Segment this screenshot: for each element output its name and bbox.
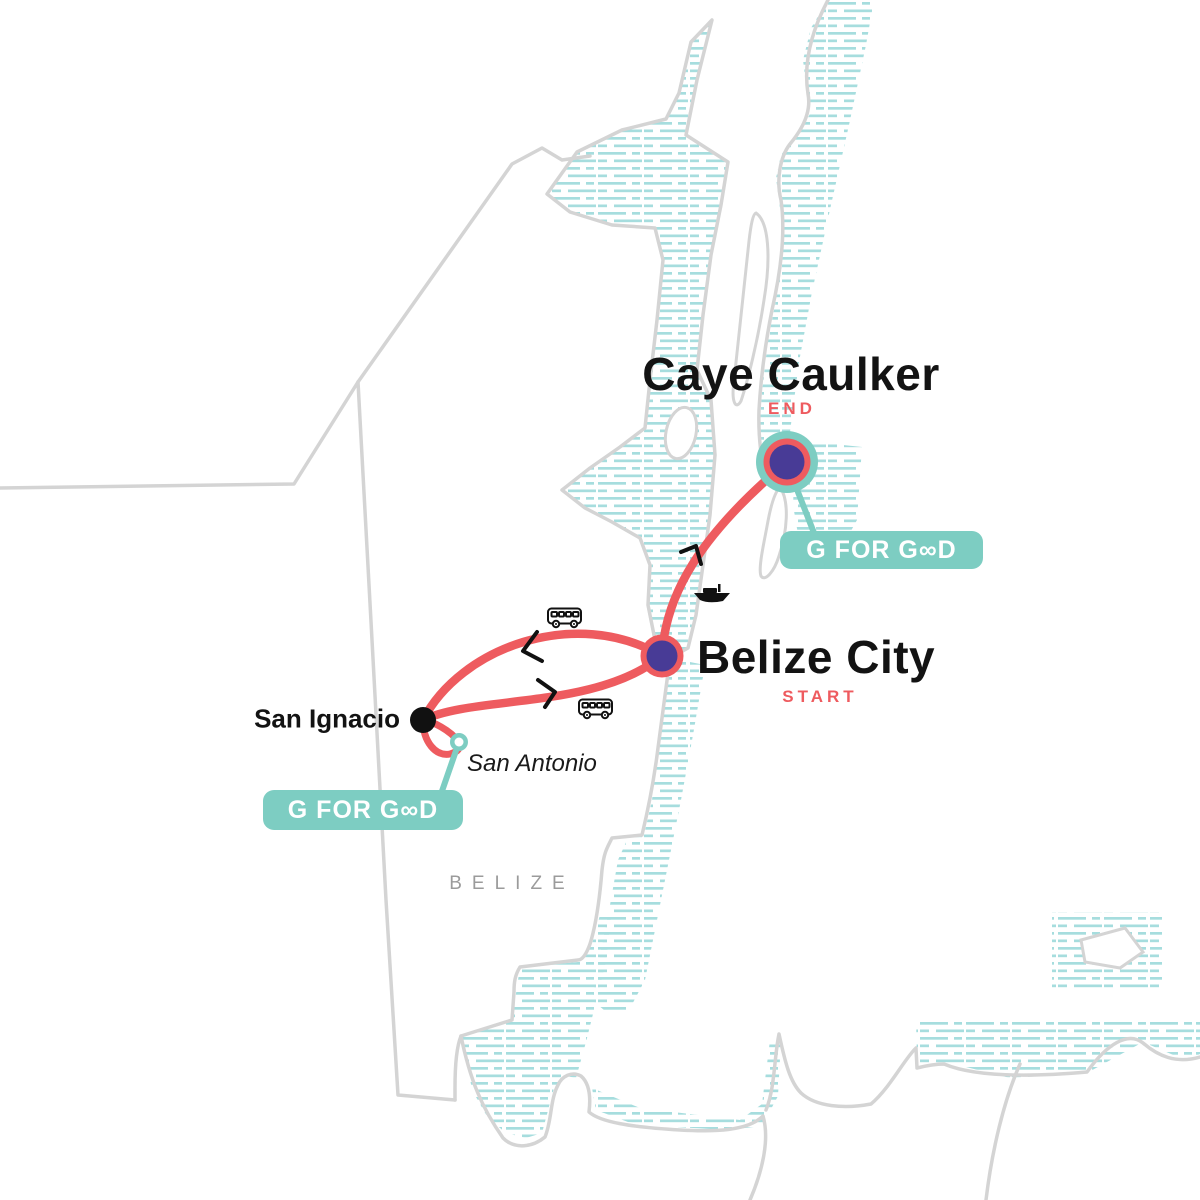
coast-south-tip [984, 1062, 1022, 1200]
bus-icon [578, 698, 613, 720]
water-strip-south-of-city [592, 658, 705, 1015]
san-ignacio-label: San Ignacio [254, 703, 400, 734]
water-bay-mid [592, 1040, 781, 1130]
belize-city-label: Belize City [697, 631, 936, 683]
bus-icon [547, 607, 582, 629]
marker-san-ignacio [410, 707, 436, 733]
route-sanignacio-belizecity-upper [418, 629, 667, 725]
lagoon-north [545, 18, 730, 660]
marker-belize-city [640, 634, 684, 678]
route-sanignacio-belizecity-lower [418, 651, 667, 725]
g-for-good-badge-san-antonio: G FOR G∞D [263, 790, 463, 830]
island-southeast [1079, 926, 1146, 970]
route-direction-chevrons [521, 544, 703, 709]
water-coast-southeast [916, 1018, 1200, 1078]
marker-san-antonio [450, 733, 468, 751]
water-bay-west [462, 915, 611, 1138]
coast-northeast [757, 0, 830, 482]
coast-central [453, 656, 672, 1102]
g-for-good-badge-text: G FOR G∞D [287, 795, 439, 824]
caye-caulker-end-tag: END [768, 399, 816, 418]
islands [663, 211, 1146, 970]
belize-city-start-tag: START [782, 687, 858, 706]
island-long-north [731, 211, 770, 407]
border-northwest [0, 146, 592, 490]
water-strip-northeast [759, 0, 874, 480]
route-belizecity-cayecaulker [657, 457, 792, 661]
border-west [356, 380, 457, 1102]
island-caye-caulker [758, 484, 788, 580]
coast-southeast [764, 1032, 1200, 1112]
chevron-east-icon [536, 678, 557, 709]
coast-south [459, 1034, 768, 1200]
marker-caye-caulker [756, 431, 818, 493]
g-for-good-badge-caye-caulker: G FOR G∞D [780, 531, 983, 569]
chevron-west-icon [521, 630, 544, 663]
san-antonio-label: San Antonio [467, 750, 597, 777]
caye-caulker-label: Caye Caulker [642, 348, 940, 400]
g-for-good-badge-text: G FOR G∞D [806, 535, 957, 564]
water-hatch-areas [462, 0, 1200, 1138]
country-label: BELIZE [449, 873, 575, 894]
location-markers [410, 431, 818, 751]
connector-san-antonio [438, 739, 462, 797]
chevron-northeast-icon [679, 544, 703, 566]
boat-icon [694, 584, 730, 603]
island-oval-lagoon [663, 405, 699, 461]
